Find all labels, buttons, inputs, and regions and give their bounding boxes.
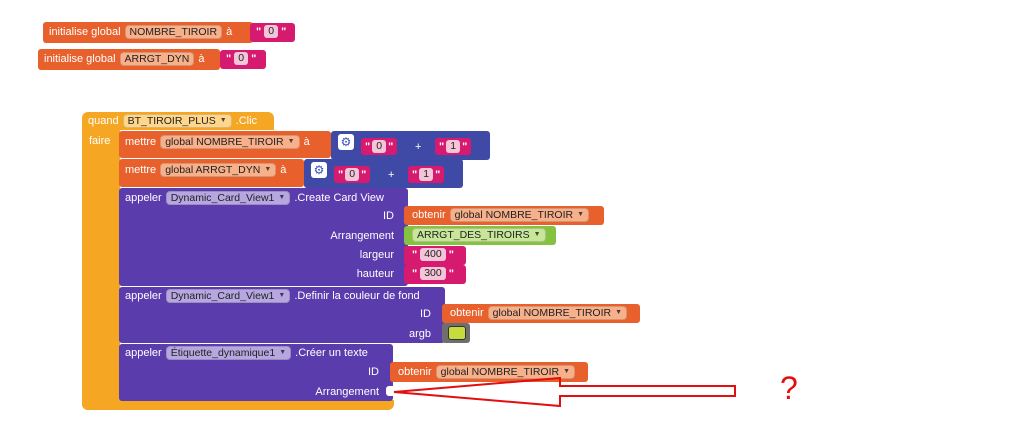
call-create-card-view-block[interactable]: appeler Dynamic_Card_View1▼ .Create Card… xyxy=(119,188,408,286)
variable-name-field[interactable]: NOMBRE_TIROIR xyxy=(124,25,223,39)
get-label: obtenir xyxy=(450,307,484,319)
string-value[interactable]: 1 xyxy=(419,168,434,181)
variable-dropdown[interactable]: global NOMBRE_TIROIR▼ xyxy=(435,365,576,379)
init-global-label: initialise global xyxy=(44,53,116,65)
string-value[interactable]: 0 xyxy=(234,52,249,65)
mutator-gear-icon[interactable]: ⚙ xyxy=(311,162,327,178)
component-dropdown[interactable]: BT_TIROIR_PLUS▼ xyxy=(122,114,232,128)
param-id-label: ID xyxy=(420,308,431,320)
method-name: .Créer un texte xyxy=(295,347,368,359)
method-name: .Create Card View xyxy=(294,192,384,204)
string-block[interactable]: "1" xyxy=(435,138,472,155)
set-block-1[interactable]: mettre global NOMBRE_TIROIR▼ à xyxy=(119,131,331,158)
plus-operator: + xyxy=(415,141,422,153)
event-body-left xyxy=(82,128,120,410)
set-block-2[interactable]: mettre global ARRGT_DYN▼ à xyxy=(119,159,304,187)
when-label: quand xyxy=(88,115,119,127)
to-label: à xyxy=(198,53,205,65)
call-label: appeler xyxy=(125,347,162,359)
global-init-block-1[interactable]: initialise global NOMBRE_TIROIR à xyxy=(43,22,253,43)
annotation-question-mark: ? xyxy=(780,370,798,406)
empty-socket[interactable] xyxy=(386,386,393,396)
set-label: mettre xyxy=(125,136,157,148)
call-label: appeler xyxy=(125,192,162,204)
component-dropdown[interactable]: Étiquette_dynamique1▼ xyxy=(165,346,292,360)
string-value[interactable]: 1 xyxy=(446,140,461,153)
variable-dropdown[interactable]: global NOMBRE_TIROIR▼ xyxy=(487,306,628,320)
to-label: à xyxy=(303,136,310,148)
string-value[interactable]: 400 xyxy=(420,248,446,261)
color-block[interactable] xyxy=(442,323,470,343)
event-name-label: .Clic xyxy=(235,115,258,127)
string-block[interactable]: "400" xyxy=(404,246,466,265)
variable-dropdown[interactable]: global ARRGT_DYN▼ xyxy=(160,163,277,177)
event-block[interactable]: quand BT_TIROIR_PLUS▼ .Clic xyxy=(82,112,274,130)
string-value[interactable]: 0 xyxy=(264,25,279,38)
method-name: .Definir la couleur de fond xyxy=(294,290,420,302)
get-variable-block[interactable]: obtenir global NOMBRE_TIROIR▼ xyxy=(390,362,588,382)
string-value[interactable]: 0 xyxy=(372,140,387,153)
call-set-background-color-block[interactable]: appeler Dynamic_Card_View1▼ .Definir la … xyxy=(119,287,445,343)
string-block[interactable]: " 0 " xyxy=(220,50,266,69)
get-variable-block[interactable]: obtenir global NOMBRE_TIROIR▼ xyxy=(404,206,604,225)
param-height-label: hauteur xyxy=(356,268,394,280)
param-argb-label: argb xyxy=(408,328,431,340)
call-create-text-block[interactable]: appeler Étiquette_dynamique1▼ .Créer un … xyxy=(119,344,393,401)
add-block[interactable]: ⚙ "0" + "1" xyxy=(331,131,490,160)
variable-dropdown[interactable]: global NOMBRE_TIROIR▼ xyxy=(449,208,590,222)
arrangement-component-block[interactable]: ARRGT_DES_TIROIRS▼ xyxy=(404,226,556,245)
do-label: faire xyxy=(89,135,111,147)
to-label: à xyxy=(226,26,233,38)
string-block[interactable]: "300" xyxy=(404,265,466,284)
get-label: obtenir xyxy=(398,366,432,378)
variable-name-field[interactable]: ARRGT_DYN xyxy=(119,52,195,66)
param-id-label: ID xyxy=(368,366,379,378)
param-arrangement-label: Arrangement xyxy=(330,230,394,242)
get-variable-block[interactable]: obtenir global NOMBRE_TIROIR▼ xyxy=(442,304,640,323)
component-dropdown[interactable]: Dynamic_Card_View1▼ xyxy=(165,191,291,205)
global-init-block-2[interactable]: initialise global ARRGT_DYN à xyxy=(38,49,220,70)
add-block[interactable]: ⚙ "0" + "1" xyxy=(304,159,463,188)
call-label: appeler xyxy=(125,290,162,302)
mutator-gear-icon[interactable]: ⚙ xyxy=(338,134,354,150)
color-swatch[interactable] xyxy=(448,326,466,340)
variable-dropdown[interactable]: global NOMBRE_TIROIR▼ xyxy=(160,135,300,149)
component-dropdown[interactable]: ARRGT_DES_TIROIRS▼ xyxy=(412,228,546,242)
to-label: à xyxy=(280,164,287,176)
component-dropdown[interactable]: Dynamic_Card_View1▼ xyxy=(165,289,291,303)
init-global-label: initialise global xyxy=(49,26,121,38)
string-value[interactable]: 0 xyxy=(345,168,360,181)
param-id-label: ID xyxy=(383,210,394,222)
string-block[interactable]: "0" xyxy=(361,138,398,155)
param-width-label: largeur xyxy=(359,249,394,261)
plus-operator: + xyxy=(388,169,395,181)
string-block[interactable]: "1" xyxy=(408,166,445,183)
string-block[interactable]: " 0 " xyxy=(250,23,295,42)
set-label: mettre xyxy=(125,164,157,176)
event-body-bottom xyxy=(82,400,394,410)
string-value[interactable]: 300 xyxy=(420,267,446,280)
annotation-arrow xyxy=(393,376,736,408)
param-arrangement-label: Arrangement xyxy=(315,386,379,398)
string-block[interactable]: "0" xyxy=(334,166,371,183)
get-label: obtenir xyxy=(412,209,446,221)
